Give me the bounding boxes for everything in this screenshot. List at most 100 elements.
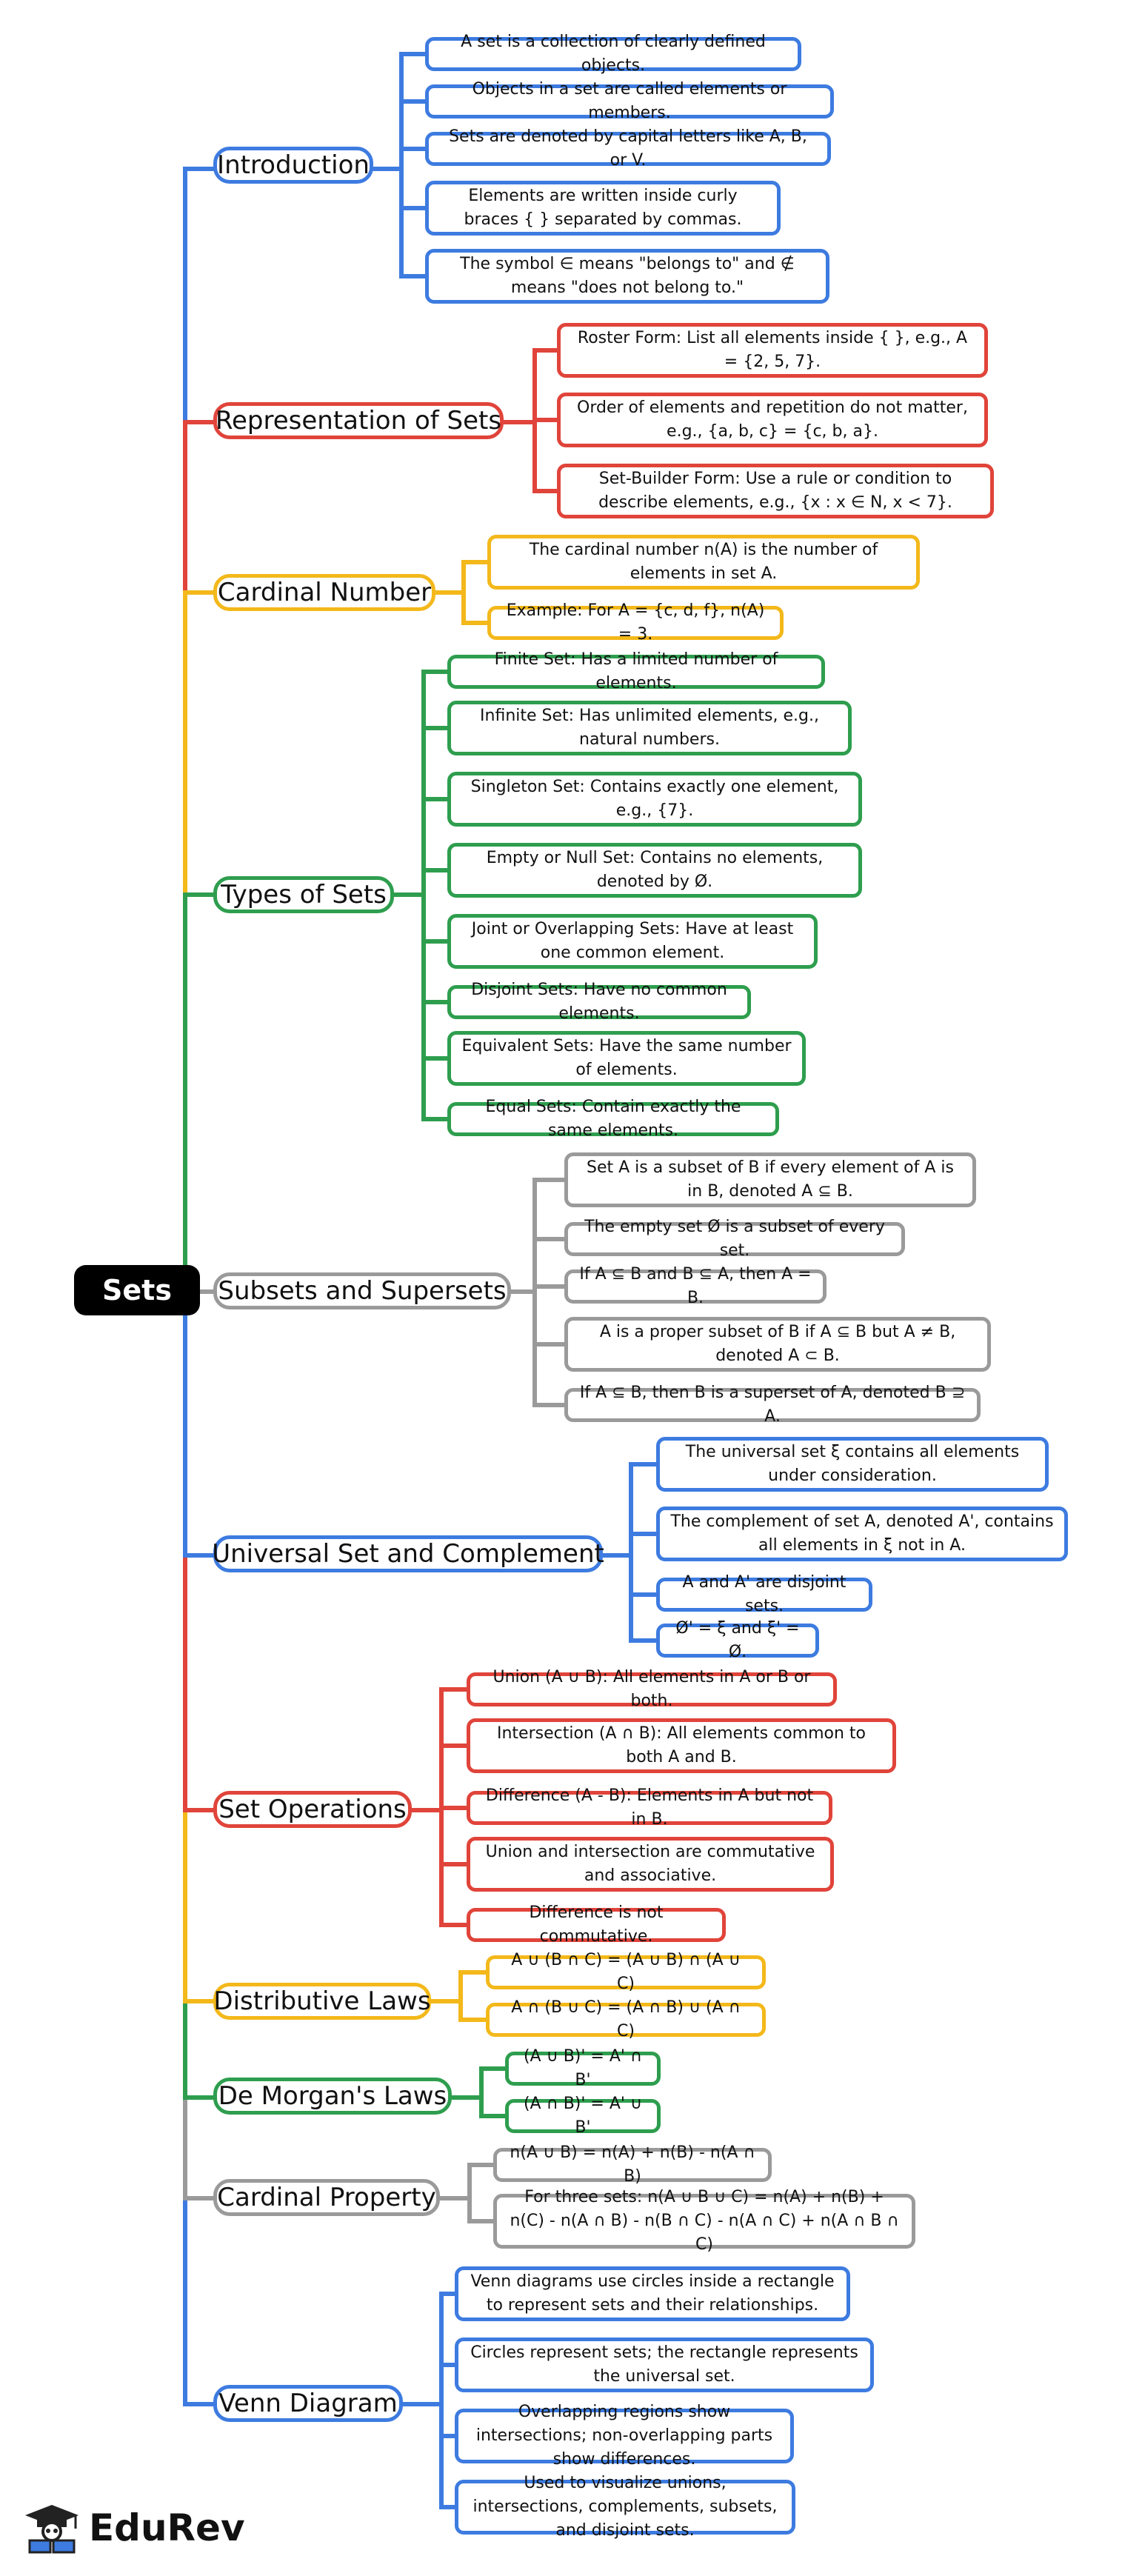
leaf-node: A ∪ (B ∩ C) = (A ∪ B) ∩ (A ∪ C) (486, 1951, 766, 1993)
leaf-text: Roster Form: List all elements inside { … (577, 329, 968, 371)
branch-label: Cardinal Property (217, 2183, 436, 2212)
leaf-node: The symbol ∈ means "belongs to" and ∉ me… (425, 249, 829, 304)
branch-node: Set Operations (213, 1791, 412, 1828)
leaf-text: Order of elements and repetition do not … (577, 398, 968, 441)
branch-label: Universal Set and Complement (212, 1539, 604, 1569)
branch-node: Representation of Sets (213, 402, 504, 439)
leaf-text: (A ∪ B)' = A' ∩ B' (523, 2047, 643, 2089)
leaf-text: Infinite Set: Has unlimited elements, e.… (480, 707, 819, 749)
branch-label: Subsets and Supersets (218, 1276, 507, 1306)
leaf-text: A is a proper subset of B if A ⊆ B but A… (599, 1323, 956, 1365)
branch-label: De Morgan's Laws (218, 2081, 447, 2111)
branch-label: Distributive Laws (213, 1986, 431, 2016)
branch-label: Types of Sets (221, 880, 387, 910)
leaf-text: Finite Set: Has a limited number of elem… (494, 650, 778, 693)
brand-logo: EduRev (22, 2502, 245, 2554)
leaf-node: Equivalent Sets: Have the same number of… (447, 1031, 806, 1086)
branch-label: Venn Diagram (218, 2389, 398, 2418)
leaf-node: Difference (A - B): Elements in A but no… (467, 1786, 832, 1829)
leaf-node: For three sets: n(A ∪ B ∪ C) = n(A) + n(… (493, 2188, 915, 2254)
leaf-text: Union (A ∪ B): All elements in A or B or… (492, 1668, 811, 1710)
leaf-node: Elements are written inside curly braces… (425, 181, 781, 236)
leaf-text: Joint or Overlapping Sets: Have at least… (471, 920, 794, 962)
leaf-node: Set-Builder Form: Use a rule or conditio… (557, 464, 994, 518)
leaf-text: The complement of set A, denoted A', con… (670, 1512, 1054, 1555)
leaf-node: Difference is not commutative. (467, 1903, 726, 1946)
leaf-text: A set is a collection of clearly defined… (461, 33, 766, 75)
leaf-text: Set-Builder Form: Use a rule or conditio… (598, 470, 952, 512)
leaf-text: Circles represent sets; the rectangle re… (470, 2343, 858, 2386)
leaf-text: Set A is a subset of B if every element … (587, 1158, 954, 1201)
branch-label: Representation of Sets (215, 406, 502, 436)
leaf-node: Objects in a set are called elements or … (425, 80, 834, 122)
leaf-text: Empty or Null Set: Contains no elements,… (486, 849, 824, 891)
leaf-text: For three sets: n(A ∪ B ∪ C) = n(A) + n(… (510, 2188, 899, 2254)
leaf-text: If A ⊆ B, then B is a superset of A, den… (579, 1384, 966, 1426)
root-label: Sets (102, 1274, 172, 1307)
leaf-node: If A ⊆ B and B ⊆ A, then A = B. (564, 1265, 827, 1307)
leaf-node: Set A is a subset of B if every element … (564, 1152, 976, 1207)
leaf-node: The universal set ξ contains all element… (656, 1437, 1049, 1492)
leaf-node: Union (A ∪ B): All elements in A or B or… (467, 1668, 837, 1710)
leaf-node: Order of elements and repetition do not … (557, 393, 988, 447)
leaf-text: Equivalent Sets: Have the same number of… (461, 1037, 792, 1079)
leaf-node: Example: For A = {c, d, f}, n(A) = 3. (487, 601, 784, 644)
branch-node: Types of Sets (213, 876, 394, 913)
leaf-text: Singleton Set: Contains exactly one elem… (470, 778, 839, 820)
leaf-text: Intersection (A ∩ B): All elements commo… (496, 1724, 866, 1766)
leaf-node: A ∩ (B ∪ C) = (A ∩ B) ∪ (A ∩ C) (486, 1998, 766, 2041)
leaf-node: (A ∩ B)' = A' ∪ B' (505, 2095, 661, 2137)
branch-label: Introduction (217, 150, 370, 180)
leaf-text: Ø' = ξ and ξ' = Ø. (675, 1619, 800, 1661)
leaf-text: Sets are denoted by capital letters like… (449, 127, 807, 170)
leaf-node: Roster Form: List all elements inside { … (557, 323, 988, 378)
branch-node: Cardinal Property (213, 2179, 440, 2216)
branch-node: Distributive Laws (213, 1983, 431, 2020)
leaf-text: A ∩ (B ∪ C) = (A ∩ B) ∪ (A ∩ C) (511, 1998, 741, 2041)
branch-node: Cardinal Number (213, 574, 435, 611)
leaf-node: n(A ∪ B) = n(A) + n(B) - n(A ∩ B) (493, 2143, 772, 2186)
leaf-text: Difference (A - B): Elements in A but no… (485, 1786, 814, 1829)
leaf-text: Used to visualize unions, intersections,… (473, 2474, 778, 2540)
leaf-node: Empty or Null Set: Contains no elements,… (447, 843, 862, 898)
leaf-node: A and A' are disjoint sets. (656, 1573, 872, 1615)
leaf-text: The symbol ∈ means "belongs to" and ∉ me… (460, 255, 795, 297)
leaf-text: Difference is not commutative. (529, 1903, 664, 1946)
leaf-node: Venn diagrams use circles inside a recta… (455, 2266, 850, 2321)
leaf-text: Elements are written inside curly braces… (464, 187, 742, 229)
leaf-text: (A ∩ B)' = A' ∪ B' (523, 2095, 643, 2137)
branch-node: Subsets and Supersets (213, 1272, 511, 1309)
leaf-text: The empty set Ø is a subset of every set… (584, 1218, 885, 1260)
branch-label: Set Operations (218, 1795, 407, 1824)
leaf-node: Equal Sets: Contain exactly the same ele… (447, 1098, 779, 1140)
leaf-text: Equal Sets: Contain exactly the same ele… (485, 1098, 741, 1140)
branch-node: Universal Set and Complement (212, 1535, 604, 1572)
leaf-text: If A ⊆ B and B ⊆ A, then A = B. (579, 1265, 812, 1307)
leaf-node: Ø' = ξ and ξ' = Ø. (656, 1619, 819, 1661)
branch-label: Cardinal Number (217, 578, 432, 607)
leaf-node: Finite Set: Has a limited number of elem… (447, 650, 825, 693)
leaf-text: Disjoint Sets: Have no common elements. (471, 981, 727, 1023)
leaf-node: If A ⊆ B, then B is a superset of A, den… (564, 1384, 981, 1426)
leaf-text: Venn diagrams use circles inside a recta… (470, 2272, 835, 2315)
graduate-reading-icon (25, 2505, 79, 2554)
leaf-node: Sets are denoted by capital letters like… (425, 127, 831, 170)
leaf-node: Disjoint Sets: Have no common elements. (447, 981, 751, 1023)
leaf-node: Circles represent sets; the rectangle re… (455, 2338, 874, 2392)
leaf-node: Used to visualize unions, intersections,… (455, 2474, 795, 2540)
root-node: Sets (74, 1265, 200, 1315)
leaf-node: The cardinal number n(A) is the number o… (487, 535, 920, 590)
leaf-text: Example: For A = {c, d, f}, n(A) = 3. (506, 601, 765, 644)
branch-node: De Morgan's Laws (213, 2078, 452, 2115)
branch-node: Venn Diagram (213, 2385, 403, 2422)
leaf-node: Overlapping regions show intersections; … (455, 2403, 794, 2469)
leaf-node: Intersection (A ∩ B): All elements commo… (467, 1718, 896, 1773)
branch-node: Introduction (213, 147, 373, 184)
leaf-node: Singleton Set: Contains exactly one elem… (447, 772, 862, 827)
leaf-node: The complement of set A, denoted A', con… (656, 1506, 1068, 1561)
leaf-node: Infinite Set: Has unlimited elements, e.… (447, 701, 852, 755)
leaf-text: A and A' are disjoint sets. (682, 1573, 847, 1615)
leaf-text: The universal set ξ contains all element… (685, 1443, 1020, 1485)
